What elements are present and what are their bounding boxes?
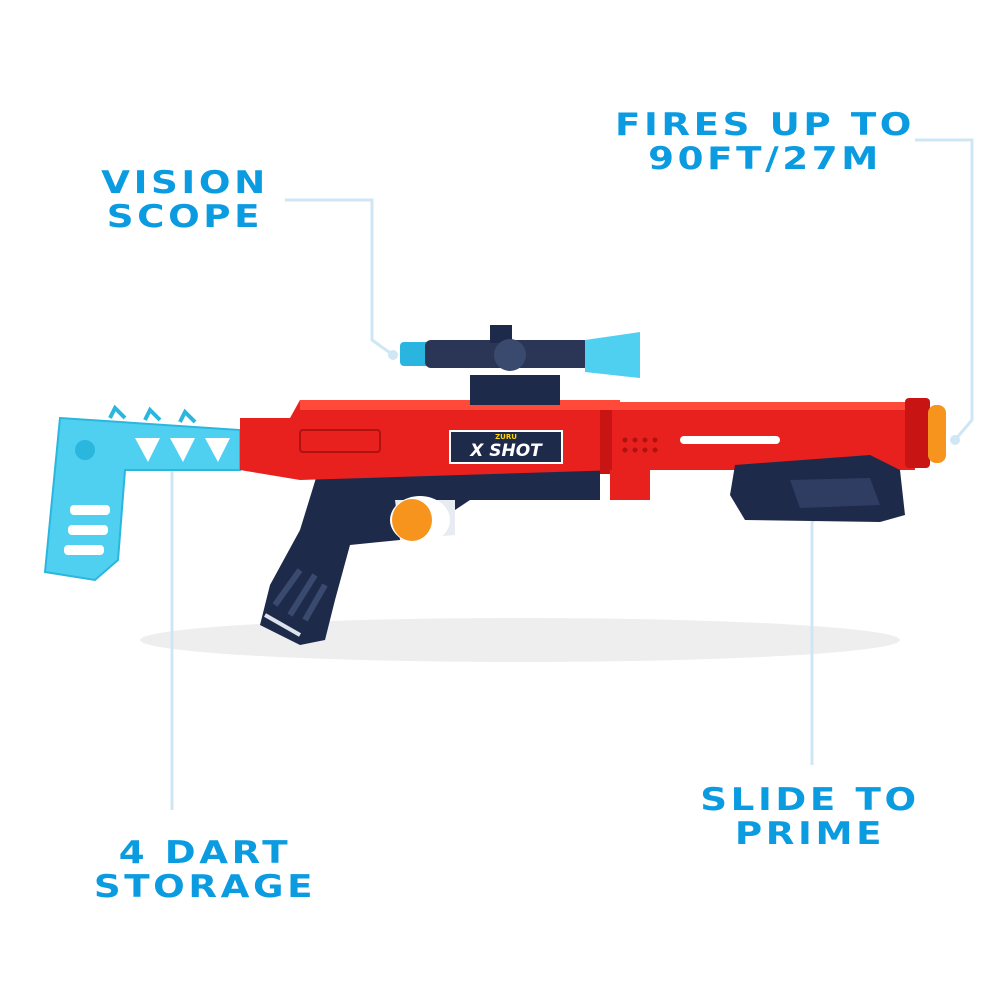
leader-scope xyxy=(285,198,394,357)
leader-range xyxy=(915,138,974,441)
muzzle-tip xyxy=(905,398,946,468)
stock xyxy=(43,404,241,582)
logo-text: X SHOT xyxy=(470,441,542,461)
callout-line: STORAGE xyxy=(93,869,317,905)
logo-badge xyxy=(449,430,563,464)
callout-line: SLIDE TO xyxy=(700,782,920,818)
callout-slide-to-prime: SLIDE TO PRIME xyxy=(678,783,942,851)
callout-storage: 4 DART STORAGE xyxy=(67,836,343,904)
logo-subtext: ZURU xyxy=(495,433,517,441)
logo: ZURU X SHOT xyxy=(452,433,560,461)
callout-line: FIRES UP TO xyxy=(614,107,916,143)
pump-slide xyxy=(730,455,905,522)
receiver xyxy=(240,400,915,500)
callout-line: SCOPE xyxy=(106,199,264,235)
callout-line: 90FT/27M xyxy=(648,141,882,177)
callout-vision-scope: VISION SCOPE xyxy=(77,166,293,234)
callout-line: VISION xyxy=(101,165,269,201)
grip xyxy=(260,465,600,645)
callout-line: PRIME xyxy=(734,816,886,852)
leader-lines xyxy=(170,138,974,810)
callout-range: FIRES UP TO 90FT/27M xyxy=(585,108,945,176)
callout-line: 4 DART xyxy=(118,835,292,871)
shadow xyxy=(140,618,900,662)
vision-scope xyxy=(400,325,640,405)
